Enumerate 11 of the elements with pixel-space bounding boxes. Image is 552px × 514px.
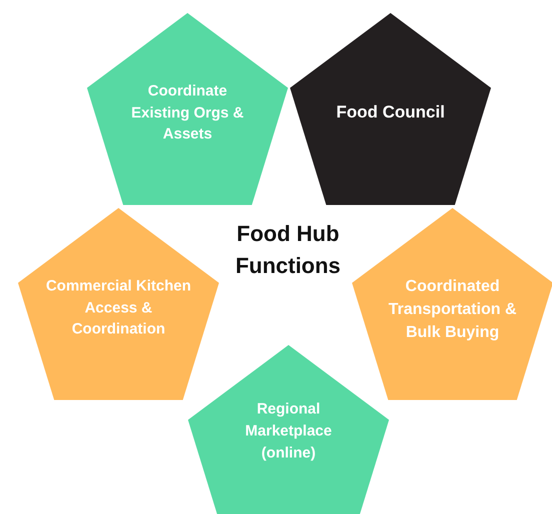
diagram-title: Food Hub Functions bbox=[234, 220, 342, 280]
pentagon bbox=[352, 208, 552, 400]
pentagon bbox=[87, 13, 288, 205]
pentagon bbox=[290, 13, 491, 205]
pentagon-label: Coordinated Transportation & Bulk Buying bbox=[387, 276, 518, 344]
pentagon-label: Coordinate Existing Orgs & Assets bbox=[130, 81, 245, 145]
pentagon-label: Food Council bbox=[335, 102, 446, 124]
pentagon bbox=[188, 345, 389, 514]
pentagon-label: Commercial Kitchen Access & Coordination bbox=[44, 276, 192, 340]
pentagon bbox=[18, 208, 219, 400]
pentagon-label: Regional Marketplace (online) bbox=[244, 400, 333, 464]
